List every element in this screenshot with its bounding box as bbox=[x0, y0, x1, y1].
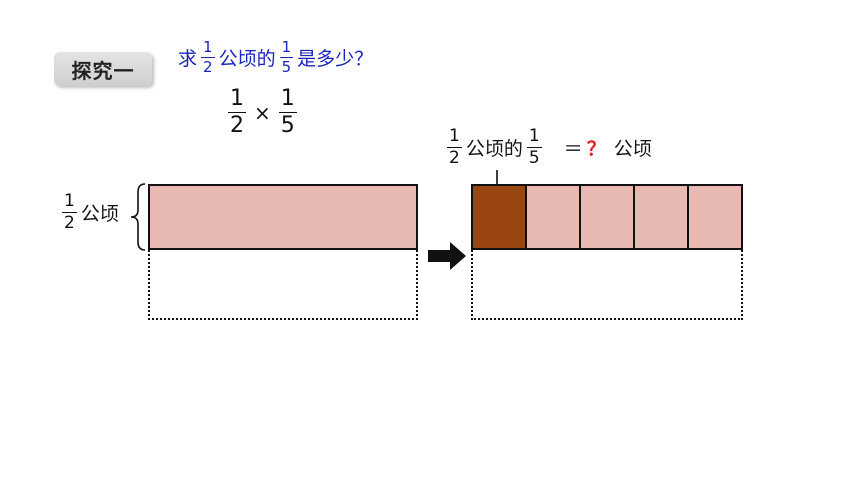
part-cell bbox=[635, 186, 689, 248]
expression-fraction-2: 1 5 bbox=[278, 86, 297, 138]
fraction-denominator: 5 bbox=[278, 112, 297, 138]
part-cell bbox=[527, 186, 581, 248]
fraction-numerator: 1 bbox=[203, 38, 213, 56]
part-cell bbox=[689, 186, 741, 248]
left-label-unit: 公顷 bbox=[80, 203, 119, 225]
multiplication-expression: 1 2 × 1 5 bbox=[228, 88, 297, 137]
fraction-denominator: 2 bbox=[228, 112, 246, 138]
fraction-denominator: 2 bbox=[62, 212, 77, 233]
question-prefix: 求 bbox=[178, 48, 198, 70]
fraction-denominator: 5 bbox=[526, 147, 542, 168]
half-hectare-rect bbox=[148, 184, 418, 250]
expression-fraction-1: 1 2 bbox=[228, 88, 246, 137]
right-label-mid: 公顷的 bbox=[465, 138, 523, 160]
right-label: 1 2 公顷的 1 5 ＝ ？ 公顷 bbox=[447, 128, 652, 167]
curly-brace-icon bbox=[130, 183, 146, 251]
fraction-numerator: 1 bbox=[281, 38, 292, 56]
fraction-numerator: 1 bbox=[280, 86, 295, 111]
right-dotted-rect bbox=[471, 250, 743, 320]
fraction-denominator: 5 bbox=[279, 57, 294, 76]
multiply-operator: × bbox=[254, 100, 271, 125]
fraction-denominator: 2 bbox=[201, 57, 215, 76]
right-label-fraction-1: 1 2 bbox=[447, 128, 462, 167]
shaded-part bbox=[473, 186, 527, 248]
equals-sign: ＝ bbox=[563, 138, 583, 160]
question-suffix: 是多少？ bbox=[297, 48, 374, 70]
right-label-unit: 公顷 bbox=[613, 138, 652, 160]
right-label-fraction-2: 1 5 bbox=[526, 126, 542, 168]
fraction-numerator: 1 bbox=[230, 86, 244, 111]
fraction-numerator: 1 bbox=[449, 126, 460, 146]
part-cell bbox=[581, 186, 635, 248]
other-half-dotted-rect bbox=[148, 250, 418, 320]
question-fraction-2: 1 5 bbox=[279, 38, 294, 76]
left-label: 1 2 公顷 bbox=[62, 193, 119, 232]
fraction-numerator: 1 bbox=[528, 126, 540, 146]
right-arrow-icon bbox=[428, 242, 466, 270]
question-mid: 公顷的 bbox=[218, 48, 276, 70]
section-badge-label: 探究一 bbox=[71, 58, 135, 83]
fraction-denominator: 2 bbox=[447, 147, 462, 168]
unknown-mark: ？ bbox=[586, 138, 606, 160]
fraction-numerator: 1 bbox=[64, 191, 75, 211]
divided-rect bbox=[471, 184, 743, 250]
section-badge: 探究一 bbox=[54, 52, 152, 86]
left-label-fraction: 1 2 bbox=[62, 193, 77, 232]
question-fraction-1: 1 2 bbox=[201, 40, 215, 75]
question-line: 求 1 2 公顷的 1 5 是多少？ bbox=[178, 40, 373, 75]
